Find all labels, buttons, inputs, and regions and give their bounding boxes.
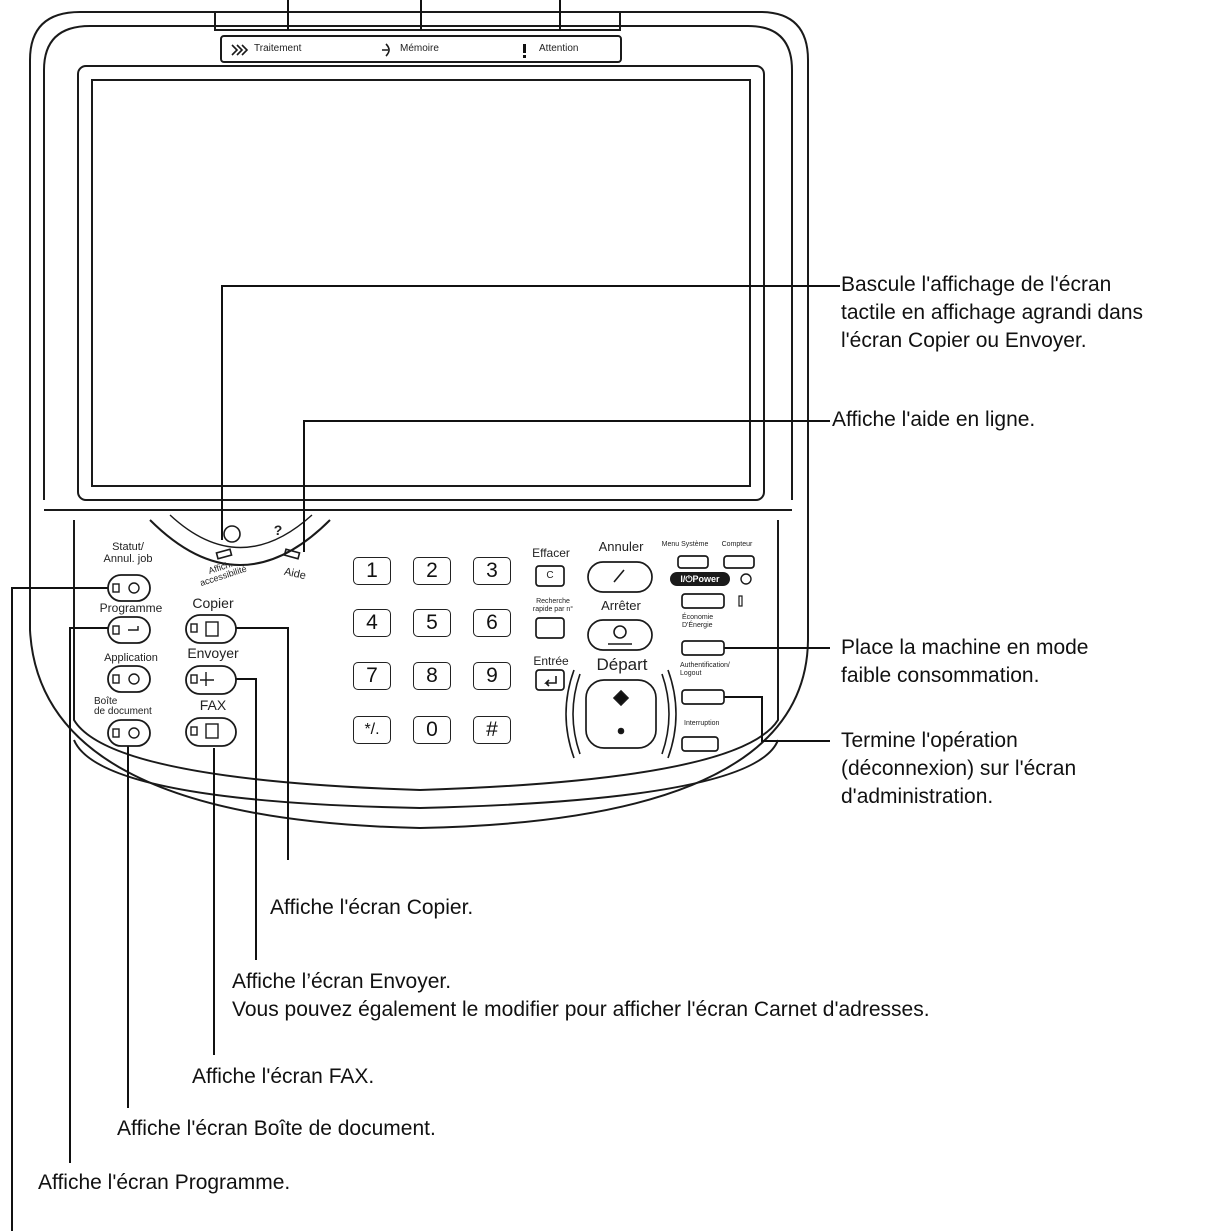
- processing-indicator-label: Traitement: [254, 43, 302, 54]
- enter-label: Entrée: [533, 654, 569, 668]
- send-label: Envoyer: [187, 645, 239, 661]
- leader-status: [11, 587, 108, 1231]
- leader-copy: [236, 627, 289, 860]
- enter-icon: [544, 676, 557, 687]
- interrupt-label: Interruption: [684, 720, 720, 727]
- interrupt-key: [681, 736, 719, 752]
- callout-logout: Termine l'opération (déconnexion) sur l'…: [841, 729, 1077, 808]
- clear-key-glyph: C: [546, 570, 554, 581]
- help-arc: [149, 519, 331, 566]
- callout-send: Affiche l’écran Envoyer. Vous pouvez éga…: [232, 970, 930, 1021]
- enter-key: [535, 669, 565, 691]
- keypad-key-8[interactable]: 8: [413, 662, 451, 690]
- leader-accessibility: [221, 285, 840, 540]
- callout-accessibility-display: Bascule l'affichage de l'écran tactile e…: [841, 273, 1143, 352]
- callout-fax: Affiche l'écran FAX.: [192, 1065, 375, 1088]
- leader-logout: [722, 696, 830, 742]
- start-key: [585, 679, 657, 749]
- keypad-key-5[interactable]: 5: [413, 609, 451, 637]
- clear-label: Effacer: [532, 546, 570, 560]
- help-key: [283, 548, 301, 560]
- system-menu-label: Menu Système: [661, 541, 709, 548]
- power-led: [738, 595, 743, 607]
- power-key: [670, 572, 730, 586]
- fax-key: [185, 717, 237, 747]
- callout-copy: Affiche l'écran Copier.: [270, 896, 474, 919]
- cancel-label: Annuler: [598, 539, 644, 554]
- energy-saver-key: [681, 640, 725, 656]
- program-label: Programme: [99, 601, 163, 615]
- processing-icon: [231, 44, 249, 56]
- callout-energy-saver: Place la machine en mode faible consomma…: [841, 636, 1089, 687]
- application-label: Application: [104, 652, 158, 664]
- memory-indicator-label: Mémoire: [400, 43, 439, 54]
- auth-logout-label: Authentification/Logout: [680, 662, 730, 677]
- panel-deck-lip: [73, 739, 779, 810]
- attention-indicator-label: Attention: [539, 43, 579, 54]
- keypad-key-star[interactable]: */.: [353, 716, 391, 744]
- system-menu-key: [677, 555, 709, 569]
- leader-program: [69, 627, 108, 1163]
- keypad-key-2[interactable]: 2: [413, 557, 451, 585]
- keypad-key-7[interactable]: 7: [353, 662, 391, 690]
- clear-key: [535, 565, 565, 587]
- help-glyph: ?: [273, 522, 283, 538]
- keypad-key-0[interactable]: 0: [413, 716, 451, 744]
- power-label: I/⏻Power: [680, 574, 720, 584]
- start-label: Départ: [596, 655, 648, 674]
- panel-deck-front: [73, 520, 779, 792]
- keypad-key-3[interactable]: 3: [473, 557, 511, 585]
- panel-inner-housing: [43, 25, 793, 500]
- leader-help: [303, 420, 830, 552]
- panel-outer-housing: [29, 11, 809, 830]
- logout-key: [681, 689, 725, 705]
- keypad-key-9[interactable]: 9: [473, 662, 511, 690]
- indicator-window: [220, 35, 622, 63]
- accessibility-key: [215, 548, 233, 560]
- power-icon: [740, 573, 752, 585]
- callout-program: Affiche l'écran Programme.: [38, 1171, 291, 1194]
- keypad-key-1[interactable]: 1: [353, 557, 391, 585]
- power-indicator-key: [681, 593, 725, 609]
- stop-icon: [613, 625, 627, 639]
- help-arc-inner: [169, 514, 313, 549]
- keypad-key-6[interactable]: 6: [473, 609, 511, 637]
- screen-bezel: [77, 65, 765, 501]
- status-job-cancel-label: Statut/Annul. job: [103, 541, 153, 565]
- callout-document-box: Affiche l'écran Boîte de document.: [117, 1117, 436, 1140]
- keypad-key-4[interactable]: 4: [353, 609, 391, 637]
- indicator-strip: [214, 12, 621, 31]
- fax-label: FAX: [199, 697, 227, 713]
- copy-label: Copier: [192, 595, 234, 611]
- callout-help: Affiche l'aide en ligne.: [832, 408, 1036, 431]
- cancel-icon: [613, 569, 625, 583]
- touch-screen: [91, 79, 751, 487]
- counter-key: [723, 555, 755, 569]
- start-icon: [612, 689, 630, 707]
- stop-key: [587, 619, 653, 651]
- cancel-key: [587, 561, 653, 593]
- keypad-key-hash[interactable]: #: [473, 716, 511, 744]
- memory-icon: [382, 43, 390, 57]
- accessibility-icon: [223, 525, 241, 543]
- copy-key: [185, 614, 237, 644]
- stop-label: Arrêter: [601, 598, 641, 613]
- attention-icon: [523, 44, 526, 53]
- counter-label: Compteur: [721, 541, 753, 548]
- quick-search-key: [535, 617, 565, 639]
- leader-send: [236, 678, 257, 960]
